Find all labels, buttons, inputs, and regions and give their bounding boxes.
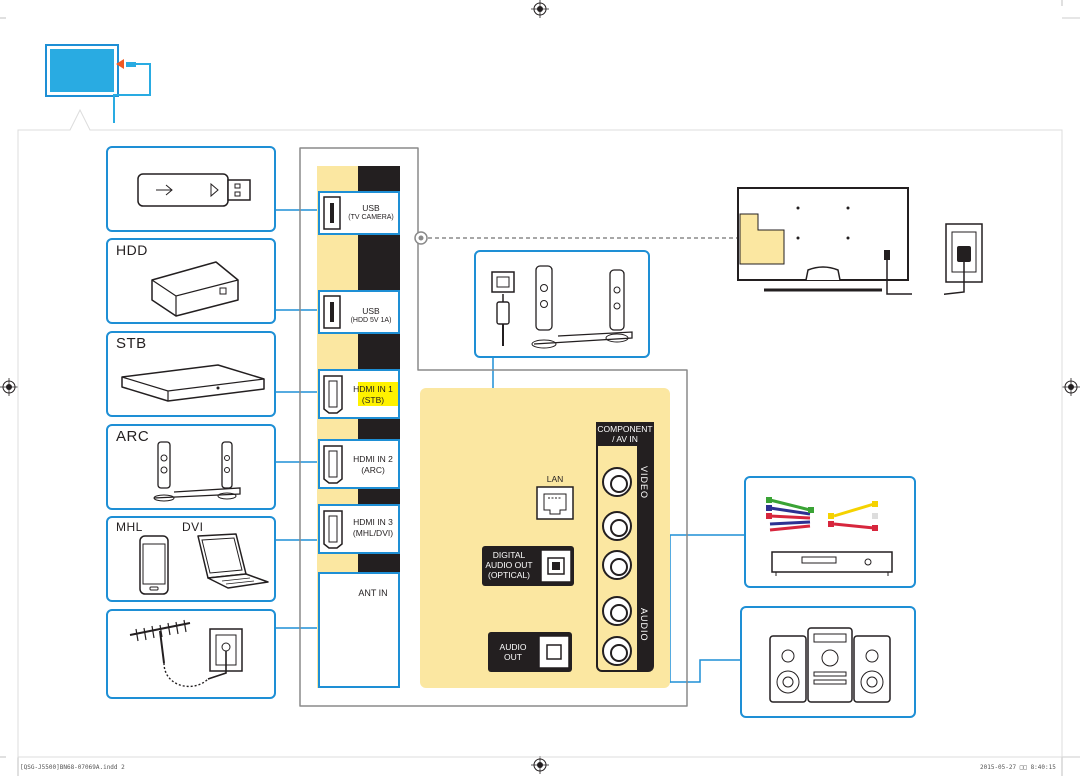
av-cables-icon xyxy=(766,497,878,532)
stb-box: STB xyxy=(106,331,276,417)
video-jack-icon[interactable] xyxy=(602,467,632,497)
registration-mark-left-icon xyxy=(0,378,18,396)
footer-left-text: [QSG-J5500]BN68-07069A.indd 2 xyxy=(20,764,125,771)
antenna-icon xyxy=(129,619,243,688)
optical-cable-icon xyxy=(491,271,515,346)
soundbar-speakers-icon-2 xyxy=(531,265,633,349)
pb-jack-icon[interactable] xyxy=(602,550,632,580)
hdmi-1-highlight xyxy=(358,382,398,406)
hdmi-2-label: HDMI IN 2 xyxy=(353,454,393,464)
component-strip xyxy=(637,446,652,670)
av-device-box xyxy=(744,476,916,588)
hdmi-1-port-icon[interactable] xyxy=(321,373,345,415)
hdd-box: HDD xyxy=(106,238,276,324)
audio-vertical-label: AUDIO xyxy=(639,608,649,642)
usb-port-2-sublabel: (HDD 5V 1A) xyxy=(350,317,392,324)
pr-jack-icon[interactable] xyxy=(602,511,632,541)
ant-in-label: ANT IN xyxy=(358,588,388,598)
hdmi-3-label: HDMI IN 3 xyxy=(353,517,393,527)
usb-port-1-icon[interactable] xyxy=(322,195,342,231)
component-label-1: COMPONENT xyxy=(597,424,653,434)
audio-out-label-1: AUDIO xyxy=(499,642,527,652)
footer-right-text: 2015-05-27 □□ 8:40:15 xyxy=(980,764,1056,771)
mhl-label: MHL xyxy=(116,520,143,534)
hdmi-1-label: HDMI IN 1 xyxy=(353,384,393,394)
set-top-box-icon xyxy=(121,364,265,402)
usb-stick-icon xyxy=(137,173,251,207)
component-panel xyxy=(596,446,654,672)
mhl-dvi-box: MHL DVI xyxy=(106,516,276,602)
smartphone-icon xyxy=(139,535,169,595)
arc-label: ARC xyxy=(116,428,150,445)
audio-out-label-2: OUT xyxy=(504,652,522,662)
component-label-2: / AV IN xyxy=(612,434,638,444)
audio-l-jack-icon[interactable] xyxy=(602,596,632,626)
hdmi-2-sublabel: (ARC) xyxy=(361,465,385,475)
hifi-system-box xyxy=(740,606,916,718)
video-vertical-label: VIDEO xyxy=(639,466,649,500)
usb-stick-box xyxy=(106,146,276,232)
dvd-player-icon xyxy=(771,551,893,576)
hdmi-1-sublabel: (STB) xyxy=(361,395,385,405)
tv-screen-icon xyxy=(47,46,117,95)
tv-back-icon xyxy=(737,187,912,295)
laptop-icon xyxy=(197,533,269,589)
registration-mark-bottom-icon xyxy=(531,756,549,774)
tv-connector-arrow-icon xyxy=(113,59,151,123)
antenna-box xyxy=(106,609,276,699)
optical-soundbar-box xyxy=(474,250,650,358)
ant-in-box xyxy=(318,572,400,688)
lan-label: LAN xyxy=(546,474,564,484)
lan-port-icon[interactable] xyxy=(536,486,574,520)
digital-audio-label-3: (OPTICAL) xyxy=(487,570,531,580)
hdmi-3-sublabel: (MHL/DVI) xyxy=(352,528,394,538)
hifi-system-icon xyxy=(769,627,891,703)
optical-port-icon[interactable] xyxy=(540,549,572,583)
usb-port-1-label: USB xyxy=(362,203,380,213)
audio-out-jack-icon[interactable] xyxy=(538,635,570,669)
hard-drive-icon xyxy=(151,261,239,317)
digital-audio-label-1: DIGITAL xyxy=(492,550,526,560)
soundbar-speakers-icon xyxy=(153,441,241,502)
component-header xyxy=(596,422,654,446)
digital-audio-label-2: AUDIO OUT xyxy=(485,560,533,570)
hdmi-2-port-icon[interactable] xyxy=(321,443,345,485)
dvi-label: DVI xyxy=(182,520,204,534)
stb-label: STB xyxy=(116,335,147,352)
hdmi-3-port-icon[interactable] xyxy=(321,508,345,550)
registration-mark-right-icon xyxy=(1062,378,1080,396)
arc-box: ARC xyxy=(106,424,276,510)
hdd-label: HDD xyxy=(116,242,148,258)
usb-port-2-icon[interactable] xyxy=(322,294,342,330)
usb-port-1-sublabel: (TV CAMERA) xyxy=(348,214,394,221)
audio-r-jack-icon[interactable] xyxy=(602,636,632,666)
usb-port-2-label: USB xyxy=(362,306,380,316)
wall-outlet-icon xyxy=(944,223,983,295)
registration-mark-top-icon xyxy=(531,0,549,18)
